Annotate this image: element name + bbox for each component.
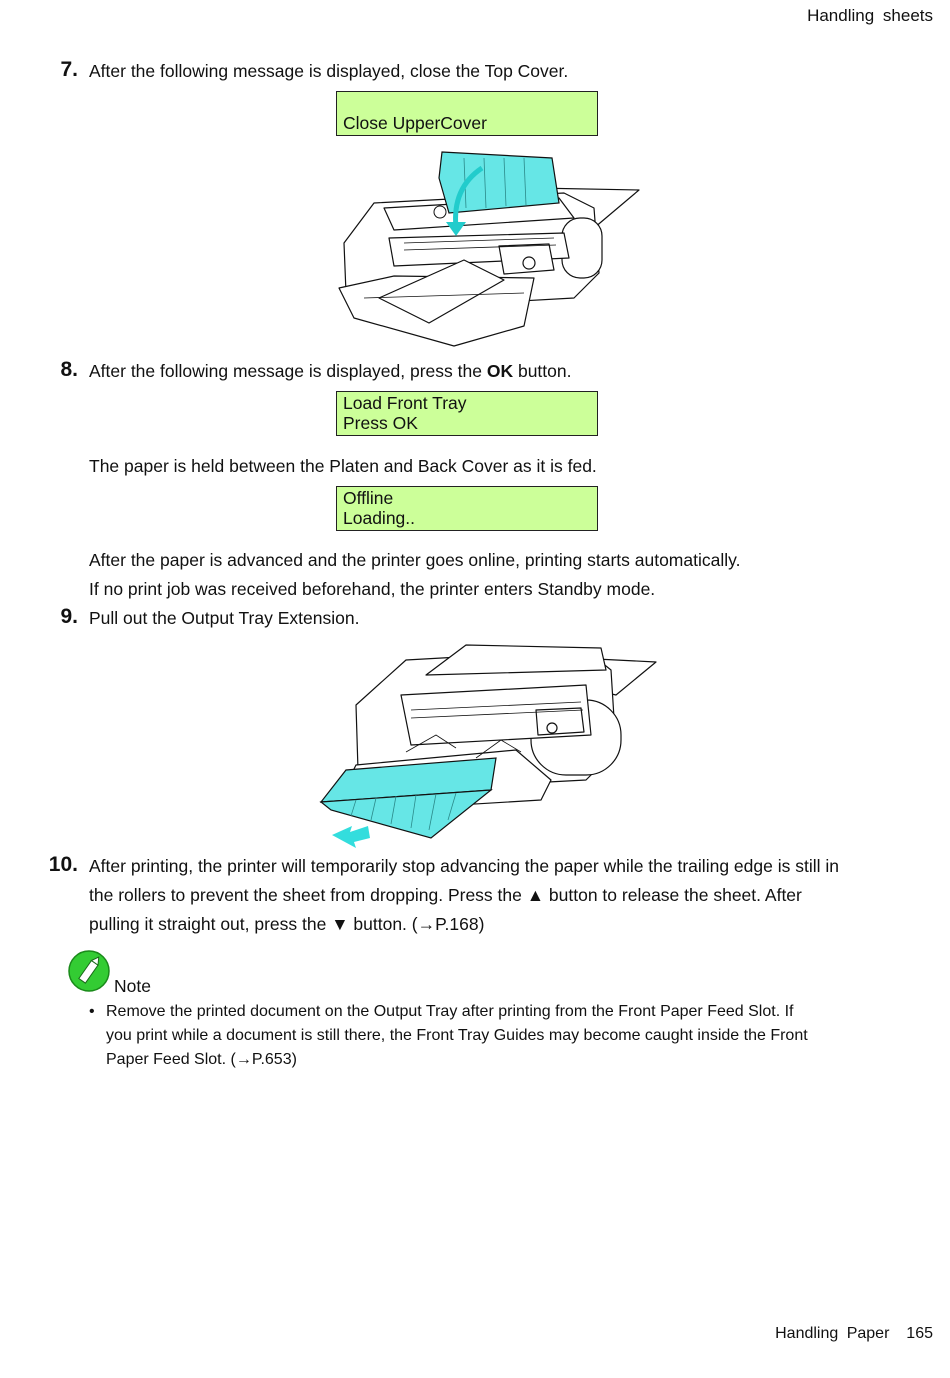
step-10-line-2: the rollers to prevent the sheet from dr…: [89, 885, 802, 905]
step-8-text-pre: After the following message is displayed…: [89, 361, 487, 381]
lcd-line-2: Loading..: [343, 508, 416, 528]
paragraph-printing-starts: After the paper is advanced and the prin…: [89, 550, 741, 570]
paragraph-standby: If no print job was received beforehand,…: [89, 579, 656, 599]
paragraph-paper-held: The paper is held between the Platen and…: [89, 456, 597, 476]
step-8-number: 8.: [60, 358, 78, 381]
step-10-line-1: After printing, the printer will tempora…: [89, 856, 839, 876]
lcd-load-front-tray: Load Front Tray Press OK: [336, 391, 598, 436]
note-line-3: Paper Feed Slot. (→P.653): [106, 1051, 297, 1068]
step-9-text: Pull out the Output Tray Extension.: [89, 608, 360, 628]
lcd-line-1: Load Front Tray: [343, 393, 467, 413]
step-9-number: 9.: [60, 605, 78, 628]
lcd-offline-loading: Offline Loading..: [336, 486, 598, 531]
step-8-text: After the following message is displayed…: [89, 357, 571, 386]
note-label: Note: [114, 976, 151, 996]
lcd-line-1: [343, 93, 591, 113]
printer-close-cover-illustration: [338, 151, 640, 347]
footer-section: Handling Paper: [775, 1325, 890, 1342]
lcd-close-cover: Close UpperCover: [336, 91, 598, 136]
lcd-line-2: Close UpperCover: [343, 113, 487, 133]
note-line-2: you print while a document is still ther…: [106, 1027, 808, 1044]
note-bullet: •: [89, 1003, 95, 1020]
step-7-text: After the following message is displayed…: [89, 61, 569, 81]
note-line-1: Remove the printed document on the Outpu…: [106, 1003, 794, 1020]
printer-output-tray-illustration: [319, 644, 657, 848]
page-number: 165: [906, 1325, 933, 1342]
lcd-line-1: Offline: [343, 488, 394, 508]
step-7-number: 7.: [60, 58, 78, 81]
step-8-text-post: button.: [513, 361, 572, 381]
step-10-line-3: pulling it straight out, press the ▼ but…: [89, 914, 485, 934]
ok-button-label: OK: [486, 361, 514, 381]
step-10-number: 10.: [48, 853, 78, 876]
page-footer: Handling Paper 165: [775, 1325, 933, 1343]
lcd-line-2: Press OK: [343, 413, 418, 433]
running-header: Handling sheets: [807, 6, 933, 25]
note-pencil-icon: [68, 950, 110, 992]
